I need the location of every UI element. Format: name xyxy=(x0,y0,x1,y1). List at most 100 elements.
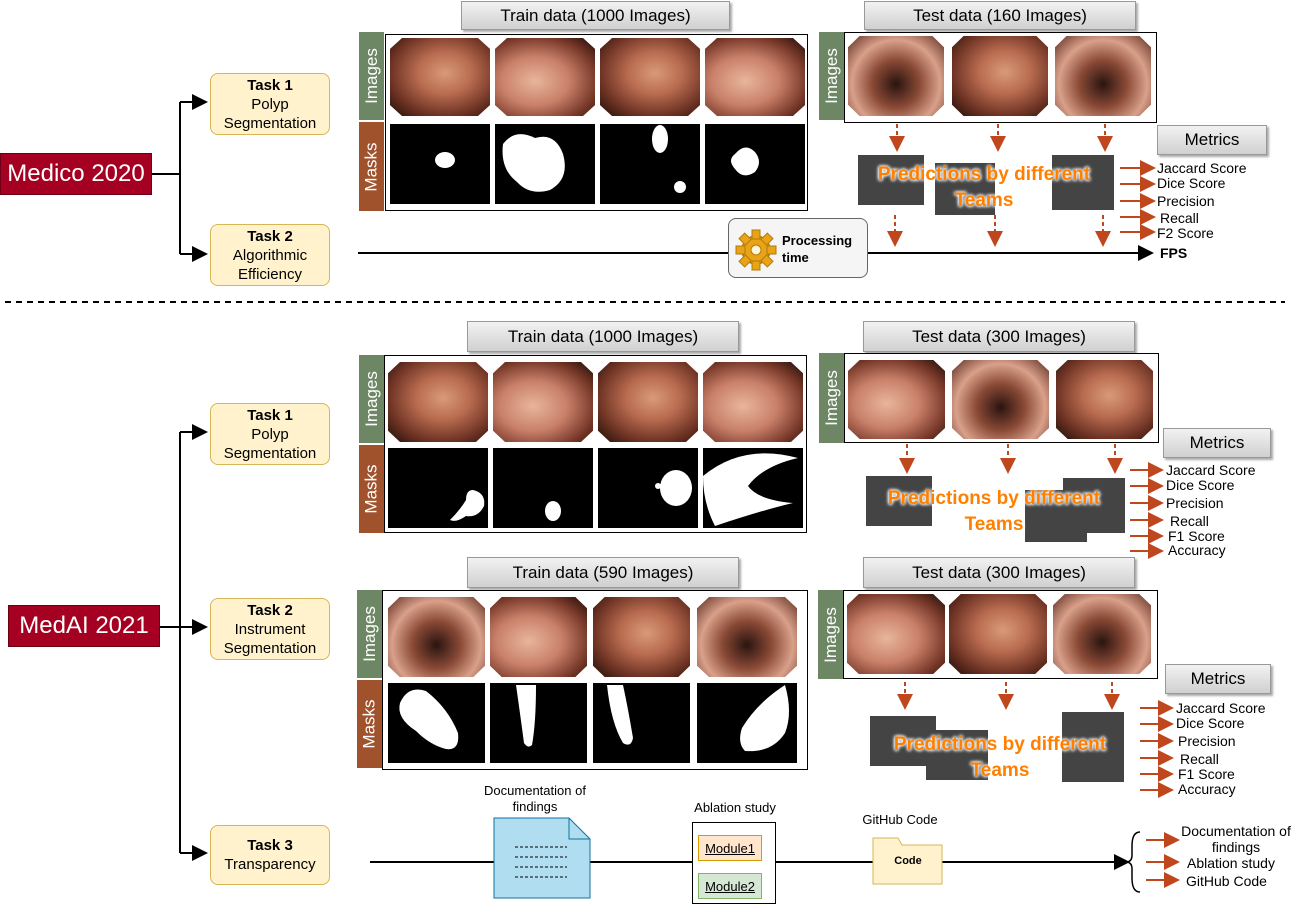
label-text: Images xyxy=(361,371,381,427)
endoscopy-image xyxy=(703,362,803,442)
label-text: Images xyxy=(821,48,841,104)
code-label: Code xyxy=(894,855,922,867)
medai-t2-metrics-header: Metrics xyxy=(1165,664,1271,694)
prediction-mask xyxy=(926,730,988,780)
header-text: Train data (1000 Images) xyxy=(507,326,699,346)
masks-label: Masks xyxy=(357,680,382,768)
mask-image xyxy=(697,683,797,763)
endoscopy-image xyxy=(705,38,805,116)
org-title: Medico 2020 xyxy=(7,160,145,187)
task-title: Task 3 xyxy=(247,837,293,854)
endoscopy-image xyxy=(598,362,698,442)
label-text: Masks xyxy=(361,464,381,514)
metrics-title: Metrics xyxy=(1189,433,1245,452)
endoscopy-image xyxy=(593,597,690,677)
prediction-mask xyxy=(870,716,936,766)
task-line1: Instrument xyxy=(234,620,306,638)
images-label: Images xyxy=(818,590,843,679)
documentation-label: Documentation of findings xyxy=(470,783,600,815)
metric-item: F1 Score xyxy=(1168,528,1225,544)
endoscopy-image xyxy=(1055,36,1151,116)
metrics-title: Metrics xyxy=(1184,130,1240,149)
endoscopy-image xyxy=(1053,594,1151,674)
mask-image xyxy=(593,683,690,763)
endoscopy-image xyxy=(490,597,587,677)
prediction-line: Teams xyxy=(954,190,1014,211)
endoscopy-image xyxy=(390,38,490,116)
mask-image xyxy=(490,683,587,763)
metric-item: Precision xyxy=(1157,193,1215,209)
metric-item: Recall xyxy=(1180,751,1219,767)
output-documentation: Documentation of findings xyxy=(1180,823,1292,855)
mask-image xyxy=(600,124,700,204)
metric-item: Accuracy xyxy=(1178,781,1236,797)
masks-label: Masks xyxy=(359,445,384,533)
mask-image xyxy=(493,448,593,528)
endoscopy-image xyxy=(848,36,944,116)
gear-icon xyxy=(735,229,777,271)
task-line2: Segmentation xyxy=(223,114,317,132)
medico-metrics-header: Metrics xyxy=(1157,125,1267,155)
task-line1: Transparency xyxy=(224,856,316,873)
endoscopy-image xyxy=(949,594,1047,674)
task-line1: Algorithmic xyxy=(232,246,308,264)
medico-predictions-text: Predictions by different Teams xyxy=(856,162,1112,214)
prediction-line: Predictions by different xyxy=(887,488,1101,509)
task-title: Task 1 xyxy=(247,406,293,424)
metric-item: Jaccard Score xyxy=(1157,160,1247,176)
medai-t2-test-header: Test data (300 Images) xyxy=(863,557,1135,588)
prediction-mask xyxy=(866,476,932,526)
label-text: Images xyxy=(361,48,381,104)
images-label: Images xyxy=(819,353,844,443)
prediction-mask xyxy=(858,155,924,205)
output-line: findings xyxy=(1211,839,1261,855)
prediction-line: Predictions by different xyxy=(877,164,1091,185)
metric-item: Dice Score xyxy=(1176,715,1245,731)
processing-time-text: Processing time xyxy=(782,232,852,266)
medico-train-header: Train data (1000 Images) xyxy=(461,1,730,30)
medai-t2-predictions-text: Predictions by different Teams xyxy=(872,732,1128,784)
images-label: Images xyxy=(357,590,382,678)
metric-item: F2 Score xyxy=(1157,225,1214,241)
endoscopy-image xyxy=(388,597,485,677)
ablation-label: Ablation study xyxy=(694,800,776,815)
ablation-box: Module1 Module2 xyxy=(692,822,776,904)
output-github: GitHub Code xyxy=(1186,873,1267,889)
prediction-line: Teams xyxy=(970,760,1030,781)
medai-t2-train-header: Train data (590 Images) xyxy=(467,557,739,588)
processing-time-box: Processing time xyxy=(728,218,868,278)
mask-image xyxy=(390,124,490,204)
metric-item: Dice Score xyxy=(1166,477,1235,493)
mask-image xyxy=(598,448,698,528)
metric-item: Jaccard Score xyxy=(1166,462,1256,478)
medai-t1-train-header: Train data (1000 Images) xyxy=(467,321,739,352)
metric-item: F1 Score xyxy=(1178,766,1235,782)
task-line1: Polyp xyxy=(251,425,289,443)
medai-t1-test-header: Test data (300 Images) xyxy=(863,321,1135,352)
endoscopy-image xyxy=(495,38,595,116)
label-line: findings xyxy=(512,799,558,814)
output-ablation: Ablation study xyxy=(1187,855,1275,871)
header-text: Test data (300 Images) xyxy=(912,562,1086,582)
task-line1: Polyp xyxy=(251,95,289,113)
header-text: Test data (160 Images) xyxy=(913,5,1087,25)
medai-t1-predictions-text: Predictions by different Teams xyxy=(866,486,1122,538)
prediction-mask xyxy=(1063,478,1125,533)
header-text: Train data (1000 Images) xyxy=(500,5,691,25)
images-label: Images xyxy=(819,32,844,120)
masks-label: Masks xyxy=(359,122,384,211)
prediction-line: Teams xyxy=(964,514,1024,535)
mask-image xyxy=(705,124,805,204)
processing-line: Processing xyxy=(782,233,853,248)
task-title: Task 2 xyxy=(247,227,293,245)
images-label: Images xyxy=(359,355,384,443)
task-line2: Segmentation xyxy=(223,444,317,462)
mask-image xyxy=(703,448,803,528)
label-line: Documentation of xyxy=(484,783,586,798)
folder-icon xyxy=(872,837,943,885)
label-text: Images xyxy=(820,606,840,663)
endoscopy-image xyxy=(847,594,945,674)
output-line: Documentation of xyxy=(1181,823,1291,839)
mask-image xyxy=(388,448,488,528)
github-label: GitHub Code xyxy=(862,812,938,827)
